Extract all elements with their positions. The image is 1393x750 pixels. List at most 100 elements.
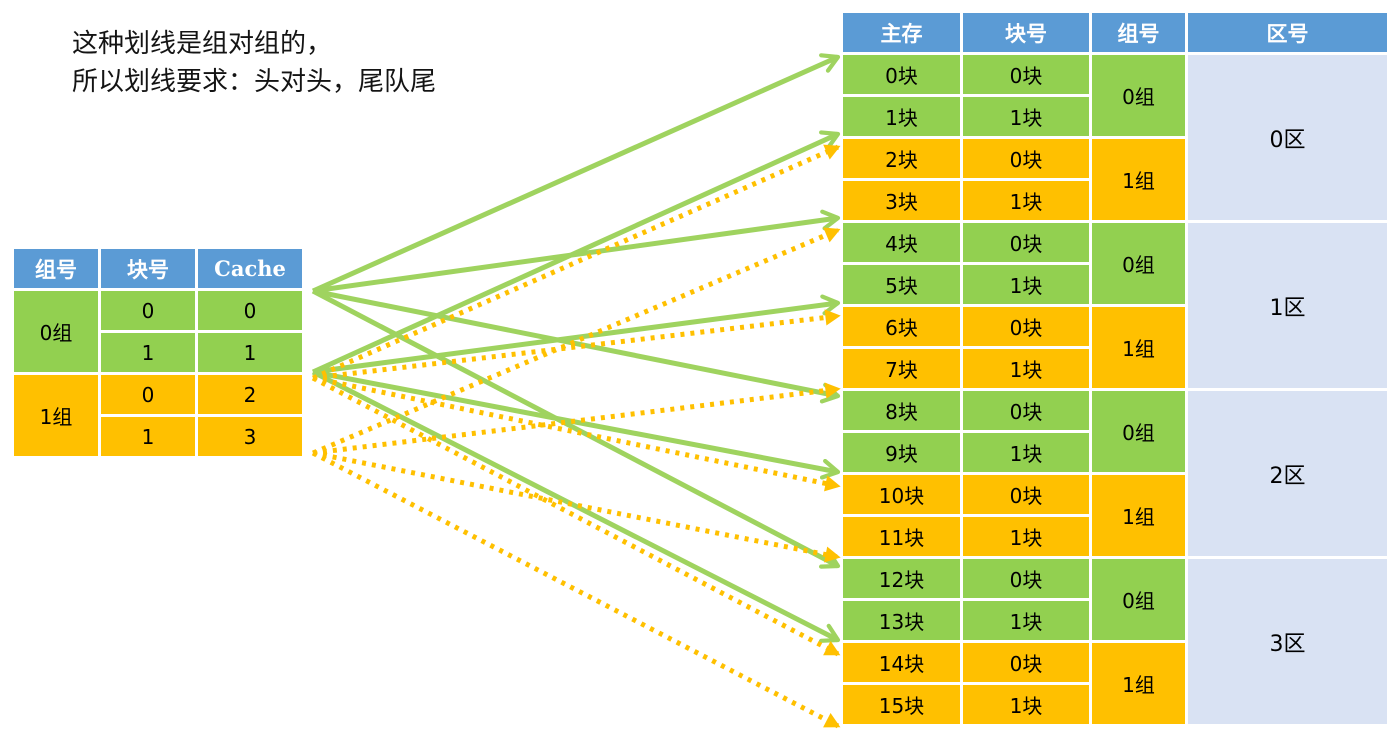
annotation-note: 这种划线是组对组的， 所以划线要求：头对头，尾队尾 bbox=[72, 26, 436, 101]
memory-blockno-cell: 1块 bbox=[963, 349, 1089, 388]
green-mapping-arrow bbox=[311, 130, 841, 375]
memory-blockno-cell: 1块 bbox=[963, 685, 1089, 724]
green-mapping-arrow bbox=[312, 294, 841, 375]
table-row: 0组 0 0 bbox=[14, 291, 302, 372]
memory-block-cell: 4块 bbox=[843, 223, 960, 262]
cache-header-cache: Cache bbox=[198, 249, 302, 288]
memory-group-label: 1组 bbox=[1092, 139, 1185, 220]
cache-slot-cell: 2 bbox=[198, 375, 302, 414]
orange-mapping-arrow bbox=[311, 450, 841, 729]
orange-mapping-arrow bbox=[311, 144, 841, 381]
memory-group-label: 0组 bbox=[1092, 223, 1185, 304]
memory-block-cell: 8块 bbox=[843, 391, 960, 430]
orange-mapping-arrow bbox=[312, 227, 841, 456]
memory-block-cell: 7块 bbox=[843, 349, 960, 388]
memory-block-cell: 11块 bbox=[843, 517, 960, 556]
memory-blockno-cell: 1块 bbox=[963, 265, 1089, 304]
cache-table: 组号 块号 Cache 0组 0 0 1 1 1组 0 2 1 3 bbox=[11, 246, 305, 459]
green-mapping-arrow bbox=[311, 288, 841, 569]
memory-group-label: 1组 bbox=[1092, 307, 1185, 388]
memory-block-cell: 13块 bbox=[843, 601, 960, 640]
memory-blockno-cell: 1块 bbox=[963, 517, 1089, 556]
memory-blockno-cell: 1块 bbox=[963, 97, 1089, 136]
orange-mapping-arrow bbox=[311, 375, 841, 657]
green-mapping-arrow bbox=[312, 209, 841, 294]
cache-slot-cell: 1 bbox=[198, 333, 302, 372]
orange-mapping-arrow bbox=[312, 450, 841, 563]
annotation-line2: 所以划线要求：头对头，尾队尾 bbox=[72, 66, 437, 97]
memory-block-cell: 3块 bbox=[843, 181, 960, 220]
memory-block-cell: 14块 bbox=[843, 643, 960, 682]
memory-blockno-cell: 0块 bbox=[963, 307, 1089, 346]
memory-block-cell: 2块 bbox=[843, 139, 960, 178]
annotation-line1: 这种划线是组对组的， bbox=[72, 29, 333, 59]
memory-group-label: 0组 bbox=[1092, 391, 1185, 472]
memory-zone-label: 0区 bbox=[1188, 55, 1387, 220]
memory-group-label: 1组 bbox=[1092, 643, 1185, 724]
memory-blockno-cell: 0块 bbox=[963, 223, 1089, 262]
memory-header-block: 块号 bbox=[963, 13, 1089, 52]
cache-group-label: 1组 bbox=[14, 375, 98, 456]
green-mapping-arrow bbox=[312, 288, 841, 404]
orange-mapping-arrow bbox=[312, 309, 841, 381]
memory-header-group: 组号 bbox=[1092, 13, 1185, 52]
green-mapping-arrow bbox=[312, 369, 841, 480]
memory-block-cell: 6块 bbox=[843, 307, 960, 346]
memory-blockno-cell: 1块 bbox=[963, 433, 1089, 472]
table-row: 1 1 bbox=[14, 333, 302, 372]
cache-slot-cell: 0 bbox=[198, 291, 302, 330]
cache-block-cell: 0 bbox=[101, 375, 195, 414]
memory-zone-label: 1区 bbox=[1188, 223, 1387, 388]
memory-block-cell: 15块 bbox=[843, 685, 960, 724]
memory-block-cell: 5块 bbox=[843, 265, 960, 304]
cache-group-label: 0组 bbox=[14, 291, 98, 372]
orange-mapping-arrow bbox=[312, 375, 841, 492]
cache-block-cell: 0 bbox=[101, 291, 195, 330]
cache-header-block: 块号 bbox=[101, 249, 195, 288]
memory-blockno-cell: 0块 bbox=[963, 391, 1089, 430]
cache-slot-cell: 3 bbox=[198, 417, 302, 456]
memory-blockno-cell: 1块 bbox=[963, 601, 1089, 640]
memory-block-cell: 9块 bbox=[843, 433, 960, 472]
memory-zone-label: 3区 bbox=[1188, 559, 1387, 724]
memory-blockno-cell: 0块 bbox=[963, 559, 1089, 598]
memory-block-cell: 0块 bbox=[843, 55, 960, 94]
memory-blockno-cell: 0块 bbox=[963, 643, 1089, 682]
memory-group-label: 1组 bbox=[1092, 475, 1185, 556]
memory-block-cell: 10块 bbox=[843, 475, 960, 514]
memory-header-mem: 主存 bbox=[843, 13, 960, 52]
cache-block-cell: 1 bbox=[101, 417, 195, 456]
green-mapping-arrow bbox=[311, 369, 841, 643]
memory-blockno-cell: 0块 bbox=[963, 55, 1089, 94]
memory-group-label: 0组 bbox=[1092, 559, 1185, 640]
memory-header-zone: 区号 bbox=[1188, 13, 1387, 52]
memory-blockno-cell: 0块 bbox=[963, 139, 1089, 178]
memory-blockno-cell: 0块 bbox=[963, 475, 1089, 514]
memory-block-cell: 12块 bbox=[843, 559, 960, 598]
table-row: 1 3 bbox=[14, 417, 302, 456]
cache-header-group: 组号 bbox=[14, 249, 98, 288]
cache-block-cell: 1 bbox=[101, 333, 195, 372]
memory-zone-label: 2区 bbox=[1188, 391, 1387, 556]
memory-block-cell: 1块 bbox=[843, 97, 960, 136]
orange-mapping-arrow bbox=[312, 382, 841, 456]
memory-blockno-cell: 1块 bbox=[963, 181, 1089, 220]
memory-group-label: 0组 bbox=[1092, 55, 1185, 136]
